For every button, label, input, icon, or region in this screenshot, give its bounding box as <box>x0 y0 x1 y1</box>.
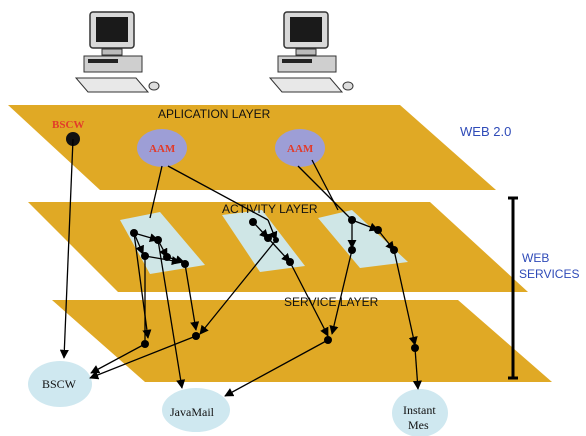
aam-left-label: AAM <box>149 143 176 155</box>
activity-layer-label: ACTIVITY LAYER <box>222 202 318 216</box>
activity-node <box>348 246 356 254</box>
desktop-computer-icon <box>268 11 354 93</box>
activity-node <box>286 258 294 266</box>
service-javamail-label: JavaMail <box>170 405 215 419</box>
activity-node <box>181 260 189 268</box>
application-layer-label: APLICATION LAYER <box>158 107 271 121</box>
bscw-app-label: BSCW <box>52 119 84 131</box>
activity-node <box>348 216 356 224</box>
activity-nodes <box>130 216 419 352</box>
web20-label: WEB 2.0 <box>460 124 511 139</box>
service-layer-node <box>192 332 200 340</box>
activity-node <box>374 226 382 234</box>
service-layer-node <box>141 340 149 348</box>
web-services-label: SERVICES <box>519 267 579 281</box>
application-layer-plane <box>8 105 496 190</box>
service-layer-plane <box>52 300 552 382</box>
service-javamail <box>162 388 230 432</box>
activity-node <box>154 236 162 244</box>
desktop-computer-icon <box>74 11 160 93</box>
service-bscw <box>28 361 92 407</box>
activity-node <box>390 246 398 254</box>
service-instant-label: Instant <box>403 403 436 417</box>
service-layer-node <box>411 344 419 352</box>
aam-node-right <box>275 129 325 167</box>
activity-node <box>273 237 279 243</box>
activity-node <box>163 253 171 261</box>
service-layer-node <box>324 336 332 344</box>
aam-node-left <box>137 129 187 167</box>
activity-node <box>264 234 272 242</box>
service-bscw-label: BSCW <box>42 377 77 391</box>
web-services-label: WEB <box>522 251 549 265</box>
connectors <box>59 138 422 397</box>
service-instant-messaging <box>392 389 448 436</box>
activity-pad <box>318 210 408 268</box>
activity-node <box>249 218 257 226</box>
activity-node <box>130 229 138 237</box>
service-instant-label: Mes <box>408 418 429 432</box>
activity-node <box>141 252 149 260</box>
web-services-bracket <box>508 196 518 380</box>
service-layer-label: SERVICE LAYER <box>284 295 379 309</box>
aam-right-label: AAM <box>287 143 314 155</box>
